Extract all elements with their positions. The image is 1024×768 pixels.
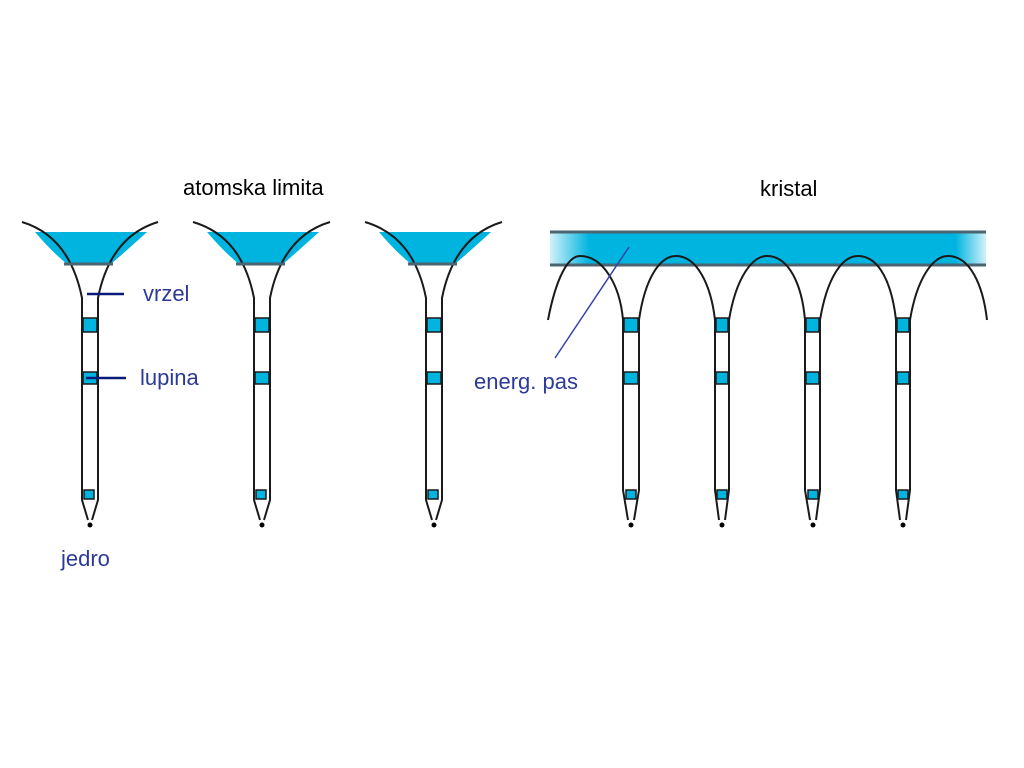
crystal-level-3-b — [715, 371, 729, 385]
well-2-nucleus — [259, 522, 265, 528]
well-1-level-2 — [82, 317, 98, 333]
atom-well-1 — [21, 221, 159, 528]
well-2-level-4 — [255, 489, 267, 500]
atom-well-2 — [192, 221, 331, 528]
crystal-level-2-b — [715, 317, 729, 333]
well-3-top-level — [379, 232, 491, 264]
crystal-potential-arches — [547, 254, 988, 521]
crystal-level-4-a — [625, 489, 637, 500]
well-1-outline-right — [91, 221, 159, 521]
well-2-outline-right — [263, 221, 331, 521]
crystal-level-2-a — [623, 317, 639, 333]
well-3-level-3 — [426, 371, 442, 385]
well-1-outline-left — [21, 221, 89, 521]
energy-band-label: energ. pas — [474, 369, 578, 394]
crystal — [547, 230, 988, 528]
well-3-outline-left — [364, 221, 433, 521]
crystal-level-3-d — [896, 371, 910, 385]
crystal-nucleus-c — [810, 522, 816, 528]
band-pointer-line — [554, 246, 630, 359]
well-1-level-4 — [83, 489, 95, 500]
crystal-level-4-b — [716, 489, 728, 500]
crystal-level-3-a — [623, 371, 639, 385]
crystal-level-4-c — [807, 489, 819, 500]
well-2-level-2 — [254, 317, 270, 333]
crystal-nucleus-b — [719, 522, 725, 528]
crystal-title: kristal — [760, 176, 818, 201]
vrzel-label: vrzel — [143, 281, 190, 306]
jedro-label: jedro — [61, 546, 110, 571]
well-3-outline-right — [435, 221, 503, 521]
well-2-outline-left — [192, 221, 261, 521]
crystal-level-2-d — [896, 317, 910, 333]
crystal-nucleus-d — [900, 522, 906, 528]
well-2-top-level — [207, 232, 319, 264]
atom-well-3 — [364, 221, 503, 528]
well-1-top-level — [35, 232, 147, 264]
well-3-level-2 — [426, 317, 442, 333]
well-3-level-4 — [427, 489, 439, 500]
crystal-level-3-c — [805, 371, 820, 385]
well-1-nucleus — [87, 522, 93, 528]
crystal-level-4-d — [897, 489, 909, 500]
lupina-label: lupina — [140, 365, 199, 390]
atomic-limit-title: atomska limita — [183, 175, 324, 200]
crystal-level-2-c — [805, 317, 820, 333]
energy-band — [550, 232, 986, 265]
crystal-nucleus-a — [628, 522, 634, 528]
well-3-nucleus — [431, 522, 437, 528]
well-2-level-3 — [254, 371, 270, 385]
